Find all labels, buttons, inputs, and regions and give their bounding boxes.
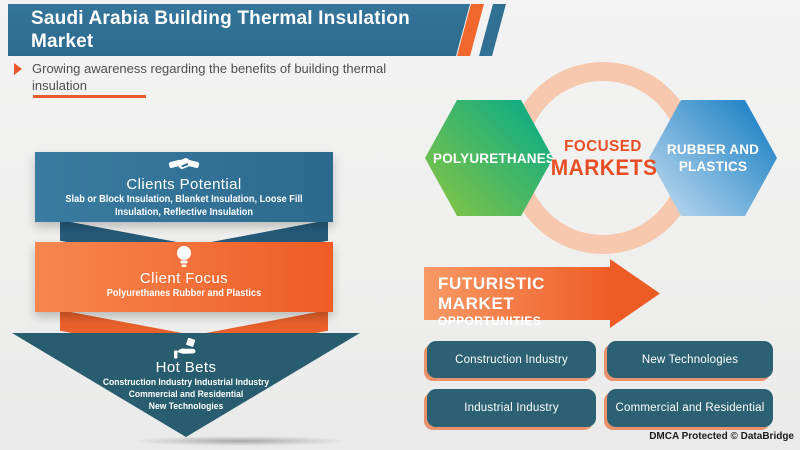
opportunity-button-industrial-industry[interactable]: Industrial Industry [427, 389, 596, 427]
tier-subtext-line: Commercial and Residential [128, 389, 244, 400]
subtitle-text: Growing awareness regarding the benefits… [32, 61, 387, 93]
opportunity-button-new-technologies[interactable]: New Technologies [607, 341, 773, 378]
subtitle-row: Growing awareness regarding the benefits… [14, 60, 414, 94]
hexagon-label: POLYURETHANES [433, 150, 556, 166]
hexagon-label: RUBBER AND PLASTICS [666, 142, 760, 174]
hand-gift-icon [36, 338, 336, 359]
opportunity-button-commercial-residential[interactable]: Commercial and Residential [607, 389, 773, 427]
tier-subtext-line: New Technologies [148, 401, 224, 412]
focused-word: FOCUSED [564, 138, 642, 155]
opportunities-label: OPPORTUNITIES [438, 314, 542, 328]
markets-word: MARKETS [550, 155, 658, 180]
funnel-tier-hot-bets: Hot Bets Construction Industry Industria… [12, 333, 360, 437]
page-title: Saudi Arabia Building Thermal Insulation… [31, 8, 410, 52]
funnel-tier-clients-potential: Clients Potential Slab or Block Insulati… [35, 152, 333, 222]
title-banner: Saudi Arabia Building Thermal Insulation… [8, 4, 470, 56]
bullet-arrow-icon [14, 63, 22, 75]
lightbulb-icon [35, 245, 333, 269]
arrow-head [610, 259, 660, 328]
tier-title: Hot Bets [155, 359, 217, 376]
handshake-icon [35, 155, 333, 175]
opportunity-button-construction-industry[interactable]: Construction Industry [427, 341, 596, 378]
tier-title: Clients Potential [126, 176, 242, 193]
focused-markets-title: FOCUSED MARKETS [550, 138, 658, 180]
tier-subtext-line: Polyurethanes Rubber and Plastics [106, 288, 262, 299]
dmca-protection-notice: DMCA Protected © DataBridge [649, 431, 794, 442]
tier-subtext-line: Insulation, Reflective Insulation [114, 206, 254, 218]
subtitle-underline [33, 95, 146, 98]
funnel-floor-shadow [130, 436, 350, 446]
banner-stripe-blue [479, 4, 506, 56]
futuristic-market-label: FUTURISTIC MARKET [438, 274, 546, 313]
tier-title: Client Focus [139, 270, 229, 287]
funnel-tier-client-focus: Client Focus Polyurethanes Rubber and Pl… [35, 242, 333, 312]
tier-subtext-line: Construction Industry Industrial Industr… [102, 377, 270, 388]
futuristic-market-arrow: FUTURISTIC MARKET OPPORTUNITIES [424, 267, 612, 328]
tier-subtext-line: Slab or Block Insulation, Blanket Insula… [65, 194, 303, 205]
